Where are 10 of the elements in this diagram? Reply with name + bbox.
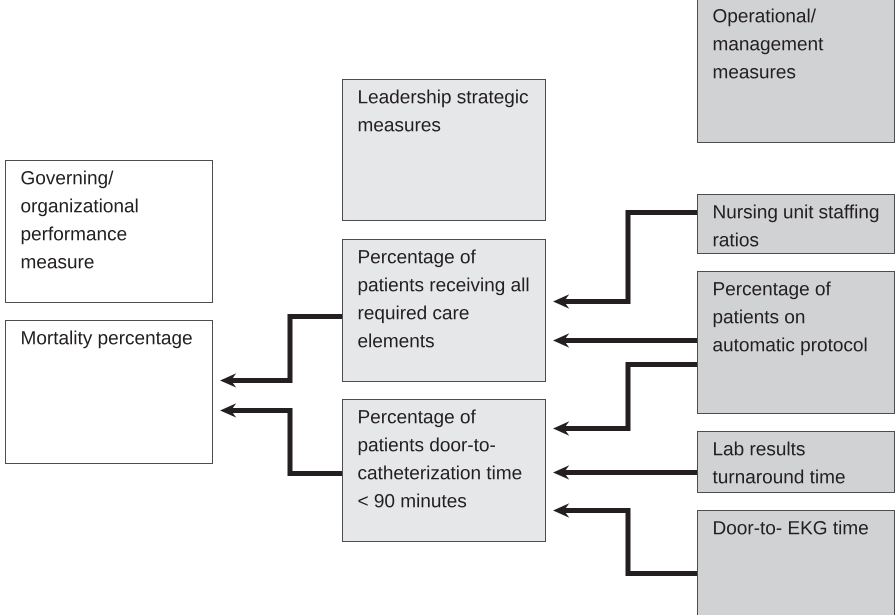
measure-box: Door-to- EKG time [697,510,895,615]
measure-box: Nursing unit staffing ratios [697,194,895,254]
measure-box: Percentage of patients door-to- catheterization time < 90 minutes [342,399,546,542]
measure-box: Leadership strategic measures [342,79,546,221]
measure-box: Lab results turnaround time [697,430,895,493]
measure-box: Governing/ organizational performance measure [5,160,213,303]
measure-box: Operational/ management measures [697,0,895,143]
measure-box: Mortality percentage [5,320,213,464]
measure-box: Percentage of patients receiving all required care elements [342,238,546,382]
measure-box: Percentage of patients on automatic protocol [697,271,895,414]
